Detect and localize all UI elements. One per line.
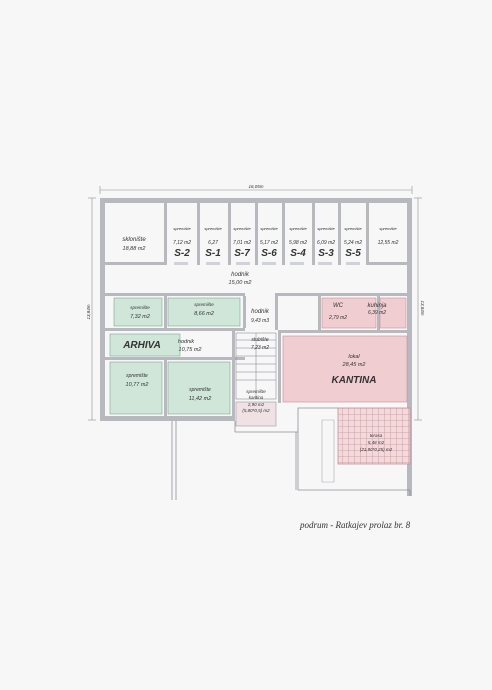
storage-label-s7: S-7: [234, 248, 250, 259]
stairs: [235, 332, 277, 400]
room-area-s2: 7,12 m2: [173, 240, 191, 246]
plan-caption: podrum - Ratkajev prolaz br. 8: [300, 520, 411, 530]
room-area-hodnik-mid: 9,43 m3: [251, 318, 269, 324]
storage-label-s3: S-3: [318, 248, 334, 259]
room-area-hodnik-left: 10,75 m2: [179, 347, 202, 353]
room-name-terasa: terasa: [370, 433, 383, 438]
room-name-sp-c: spremište: [126, 373, 148, 379]
dimension-right: 13,84m: [420, 300, 425, 315]
room-name-hodnik-mid: hodnik: [251, 309, 270, 315]
storage-row: sklonište 18,88 m2 spremište 7,12 m2 S-2…: [122, 226, 398, 259]
room-area-lokal: 28,45 m2: [342, 362, 366, 368]
room-name-s2: spremište: [173, 226, 191, 231]
room-name-sp-d: spremište: [189, 387, 211, 393]
room-area-s1: 6,27: [208, 240, 218, 246]
storage-label-s6: S-6: [261, 248, 277, 259]
storage-label-s5: S-5: [345, 248, 361, 259]
room-area-stubiste: 7,23 m2: [251, 345, 269, 351]
room-name-hodnik-top: hodnik: [231, 272, 250, 278]
room-area-hodnik-top: 15,00 m2: [229, 280, 252, 286]
dimension-top: 16,05m: [248, 184, 263, 189]
room-area-terasa: 5,48 m2: [368, 440, 385, 445]
room-name-wc: WC: [333, 303, 344, 309]
room-area-sp-right: 12,55 m2: [378, 240, 399, 246]
room-area-s7: 7,01 m2: [233, 240, 251, 246]
room-area-sp-d: 11,42 m2: [189, 396, 212, 402]
storage-label-s4: S-4: [290, 248, 306, 259]
room-sub-sp-kantina: kantina: [249, 395, 264, 400]
room-name-kuhinja: kuhinja: [367, 303, 387, 309]
green-rooms: [109, 297, 241, 415]
pink-rooms: [282, 297, 408, 403]
room-area-sp-b: 8,66 m2: [194, 311, 214, 317]
room-name-sp-a: spremište: [130, 305, 150, 310]
storage-partitions: [105, 203, 407, 421]
terrace: [297, 407, 411, 491]
room-calc-sp-kantina: (5,80*0,5) m2: [242, 408, 270, 413]
room-name-s4: spremište: [289, 226, 307, 231]
room-name-skloniste: sklonište: [122, 237, 146, 243]
room-name-s6: spremište: [260, 226, 278, 231]
room-name-hodnik-left: hodnik: [178, 339, 194, 345]
room-area-sp-kantina: 2,90 m2: [247, 402, 265, 407]
room-name-arhiva: ARHIVA: [122, 340, 161, 351]
room-name-s3: spremište: [317, 226, 335, 231]
room-area-s4: 5,98 m2: [289, 240, 307, 246]
room-name-sp-b: spremište: [194, 302, 214, 307]
room-name-s5: spremište: [344, 226, 362, 231]
room-area-s5: 5,24 m2: [344, 240, 362, 246]
dimension-left: 13,84m: [86, 304, 91, 319]
room-area-kuhinja: 6,39 m2: [368, 310, 386, 316]
room-name-s7: spremište: [233, 226, 251, 231]
room-name-sp-right: spremište: [379, 226, 397, 231]
room-name-stubiste: stubište: [251, 337, 268, 343]
room-name-kantina: KANTINA: [332, 375, 377, 386]
room-area-s6: 5,17 m2: [260, 240, 278, 246]
room-area-wc: 2,79 m2: [328, 315, 347, 321]
structure-lines: [171, 421, 411, 500]
room-area-s3: 6,09 m2: [317, 240, 335, 246]
dimension-lines: [88, 186, 422, 421]
storage-label-s1: S-1: [205, 248, 221, 259]
room-calc-terasa: (21,90*0,25) m2: [360, 447, 393, 452]
room-area-sp-a: 7,32 m2: [130, 314, 150, 320]
room-area-sp-c: 10,77 m2: [126, 382, 149, 388]
room-name-lokal: lokal: [348, 354, 360, 360]
room-area-skloniste: 18,88 m2: [123, 246, 146, 252]
kantina-storage: [235, 401, 277, 427]
room-name-sp-kantina: spremište: [246, 389, 266, 394]
room-name-s1: spremište: [204, 226, 222, 231]
storage-label-s2: S-2: [174, 248, 190, 259]
door-markers: [174, 262, 360, 265]
